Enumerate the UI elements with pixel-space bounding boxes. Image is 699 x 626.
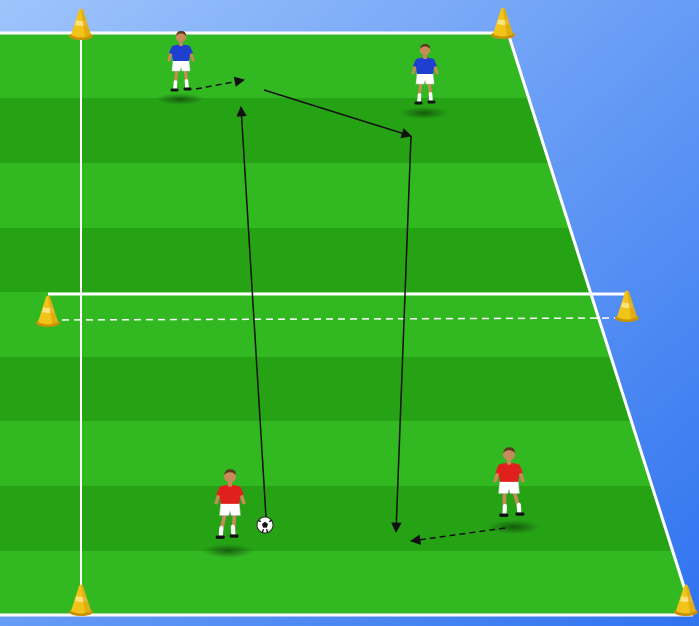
grass-stripe: [0, 551, 693, 615]
run-arrow-right: [263, 89, 413, 139]
grass-stripe: [0, 421, 693, 486]
blue-player-icon: [411, 43, 439, 105]
dashed-line: [49, 317, 627, 321]
pass-arrow-down: [391, 135, 412, 534]
red-player-icon: [214, 469, 246, 539]
blue-player-icon: [167, 30, 195, 92]
movement-arrows: [195, 76, 506, 545]
players: [167, 30, 525, 539]
soccer-ball-icon: [256, 516, 274, 534]
grass-stripe: [0, 292, 693, 357]
dash-arrow-bottom: [409, 527, 506, 545]
pass-arrow-up: [236, 105, 267, 518]
dash-arrow-top: [195, 76, 246, 90]
red-player-icon: [493, 447, 525, 517]
grass-stripe: [0, 486, 693, 551]
grass-stripe: [0, 357, 693, 421]
player-shadows: [156, 93, 540, 558]
right-sideline: [506, 32, 695, 616]
